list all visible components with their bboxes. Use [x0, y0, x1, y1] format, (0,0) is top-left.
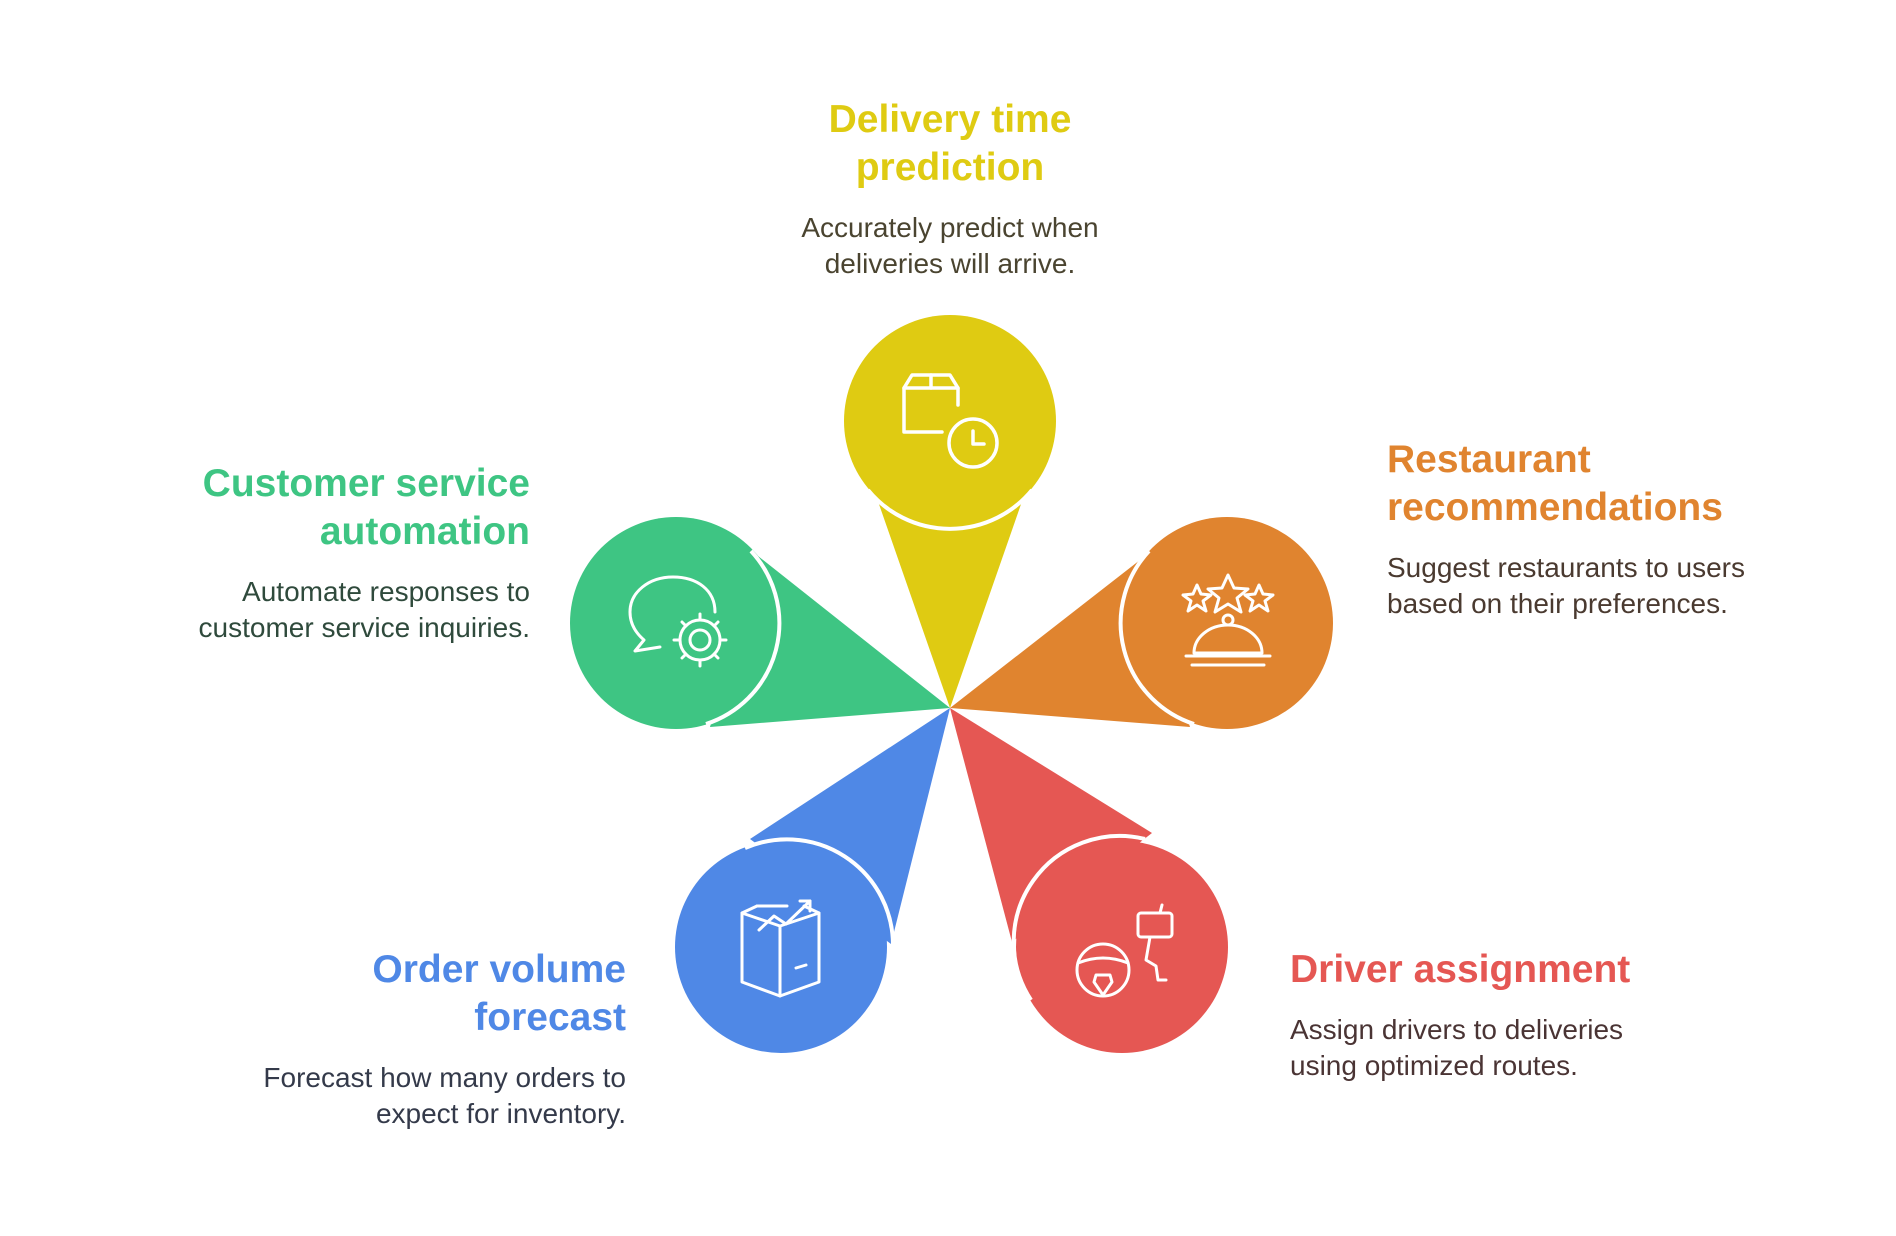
restaurant-desc: Suggest restaurants to users based on th… — [1387, 550, 1867, 622]
petal-delivery-time-circle — [844, 315, 1056, 527]
box-clock-icon — [902, 373, 999, 469]
block-order-volume: Order volume forecast Forecast how many … — [126, 946, 626, 1132]
petal-order-volume — [675, 708, 950, 1053]
petal-customer-service — [570, 517, 950, 729]
petal-driver-arc — [1011, 833, 1146, 1002]
petal-order-volume-cone — [750, 708, 950, 944]
restaurant-title: Restaurant recommendations — [1387, 436, 1867, 532]
petal-order-volume-arc — [744, 837, 895, 945]
block-delivery-time: Delivery time prediction Accurately pred… — [750, 96, 1150, 282]
block-driver: Driver assignment Assign drivers to deli… — [1290, 946, 1770, 1084]
order-volume-title: Order volume forecast — [126, 946, 626, 1042]
steering-wheel-route-icon — [1075, 903, 1174, 998]
petal-delivery-time-arc — [866, 488, 1034, 531]
block-customer-service: Customer service automation Automate res… — [30, 460, 530, 646]
delivery-time-title: Delivery time prediction — [750, 96, 1150, 192]
box-trend-icon — [740, 899, 821, 998]
chat-gear-icon — [628, 575, 728, 668]
block-restaurant: Restaurant recommendations Suggest resta… — [1387, 436, 1867, 622]
petal-customer-service-circle — [570, 517, 782, 729]
customer-service-title: Customer service automation — [30, 460, 530, 556]
driver-title: Driver assignment — [1290, 946, 1770, 994]
stars-cloche-icon — [1181, 573, 1275, 667]
driver-desc-line2: using optimized routes. — [1290, 1050, 1578, 1081]
order-volume-desc-line1: Forecast how many orders to — [263, 1062, 626, 1093]
driver-title-line1: Driver assignment — [1290, 948, 1631, 991]
petal-driver — [950, 708, 1228, 1053]
customer-service-desc: Automate responses to customer service i… — [30, 574, 530, 646]
petal-restaurant-circle — [1121, 517, 1333, 729]
delivery-time-title-line2: prediction — [855, 146, 1045, 189]
customer-service-desc-line2: customer service inquiries. — [198, 612, 530, 643]
petal-driver-circle — [1016, 841, 1228, 1053]
driver-desc: Assign drivers to deliveries using optim… — [1290, 1012, 1770, 1084]
restaurant-desc-line1: Suggest restaurants to users — [1387, 552, 1745, 583]
delivery-time-desc-line2: deliveries will arrive. — [824, 248, 1076, 279]
order-volume-desc-line2: expect for inventory. — [375, 1098, 626, 1129]
petal-driver-cone — [950, 708, 1152, 942]
petal-delivery-time — [844, 315, 1056, 708]
customer-service-title-line1: Customer service — [202, 462, 530, 505]
delivery-time-desc-line1: Accurately predict when — [801, 212, 1099, 243]
restaurant-title-line2: recommendations — [1387, 486, 1723, 529]
customer-service-title-line2: automation — [319, 510, 530, 553]
order-volume-title-line1: Order volume — [372, 948, 626, 991]
petal-restaurant — [950, 517, 1333, 729]
restaurant-desc-line2: based on their preferences. — [1387, 588, 1728, 619]
restaurant-title-line1: Restaurant — [1387, 438, 1591, 481]
delivery-time-title-line1: Delivery time — [828, 98, 1072, 141]
delivery-time-desc: Accurately predict when deliveries will … — [750, 210, 1150, 282]
petal-customer-service-arc — [705, 549, 782, 726]
driver-desc-line1: Assign drivers to deliveries — [1290, 1014, 1624, 1045]
order-volume-title-line2: forecast — [474, 996, 626, 1039]
petal-delivery-time-cone — [873, 487, 1027, 708]
order-volume-desc: Forecast how many orders to expect for i… — [126, 1060, 626, 1132]
customer-service-desc-line1: Automate responses to — [242, 576, 530, 607]
petal-restaurant-arc — [1118, 549, 1195, 726]
